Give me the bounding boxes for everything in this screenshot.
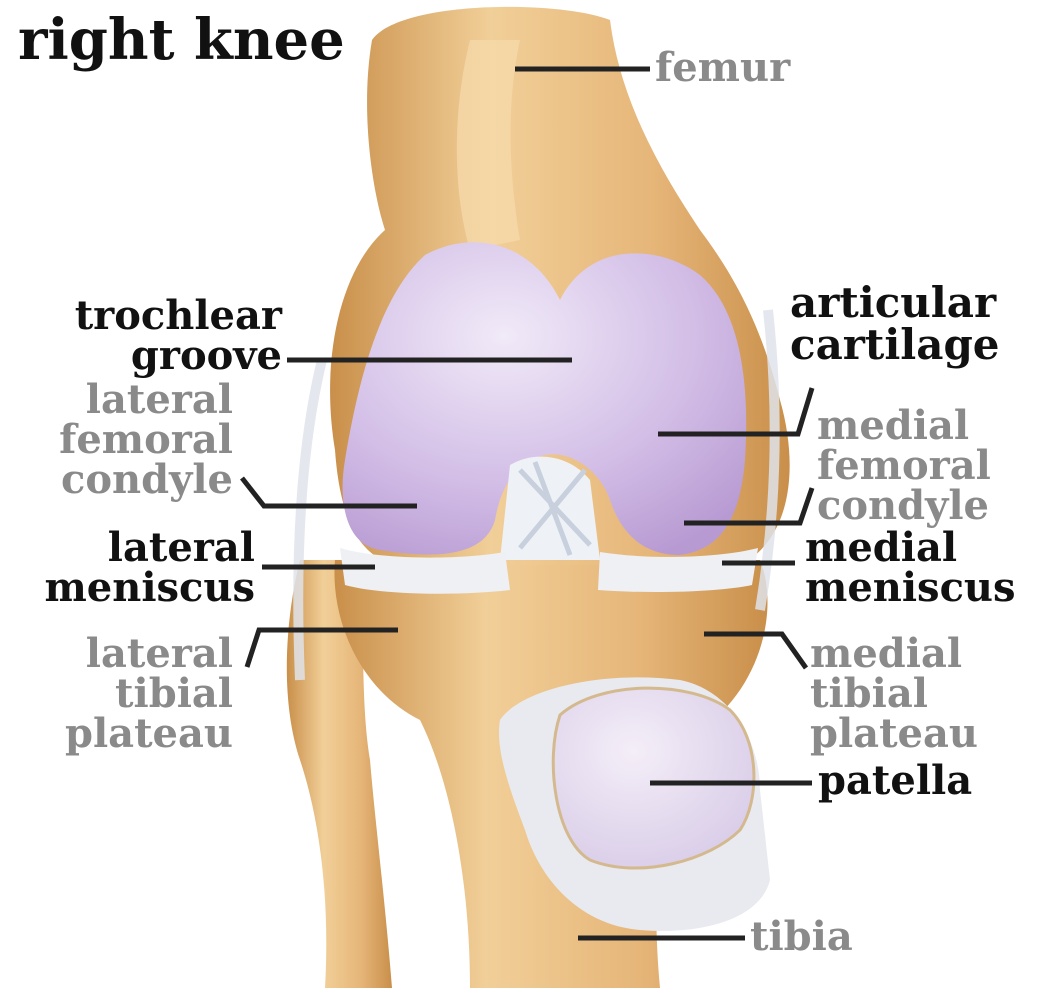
label-line: condyle [817,486,991,526]
label-line: lateral [40,634,233,674]
label-patella: patella [818,761,972,801]
label-tibia: tibia [750,917,853,957]
label-line: lateral [15,528,255,568]
label-trochlear-groove: trochlear groove [60,296,282,376]
label-line: plateau [40,714,233,754]
label-line: meniscus [805,568,1016,608]
label-line: medial [805,528,1016,568]
page-title: right knee [18,12,345,68]
label-lateral-meniscus: lateral meniscus [15,528,255,608]
label-line: femoral [40,420,233,460]
label-line: lateral [40,380,233,420]
label-lateral-femoral-condyle: lateral femoral condyle [40,380,233,500]
label-line: medial [810,634,978,674]
femur-highlight [457,40,520,250]
label-line: groove [60,336,282,376]
label-line: tibial [40,674,233,714]
label-line: femoral [817,446,991,486]
label-articular-cartilage: articular cartilage [790,282,1000,366]
label-lateral-tibial-plateau: lateral tibial plateau [40,634,233,754]
patella-shape [553,688,754,868]
label-line: medial [817,406,991,446]
label-line: articular [790,282,1000,324]
label-medial-tibial-plateau: medial tibial plateau [810,634,978,754]
label-line: meniscus [15,568,255,608]
label-line: tibial [810,674,978,714]
label-line: trochlear [60,296,282,336]
label-medial-femoral-condyle: medial femoral condyle [817,406,991,526]
label-line: plateau [810,714,978,754]
label-line: condyle [40,460,233,500]
label-line: cartilage [790,324,1000,366]
label-femur: femur [655,48,790,88]
label-medial-meniscus: medial meniscus [805,528,1016,608]
